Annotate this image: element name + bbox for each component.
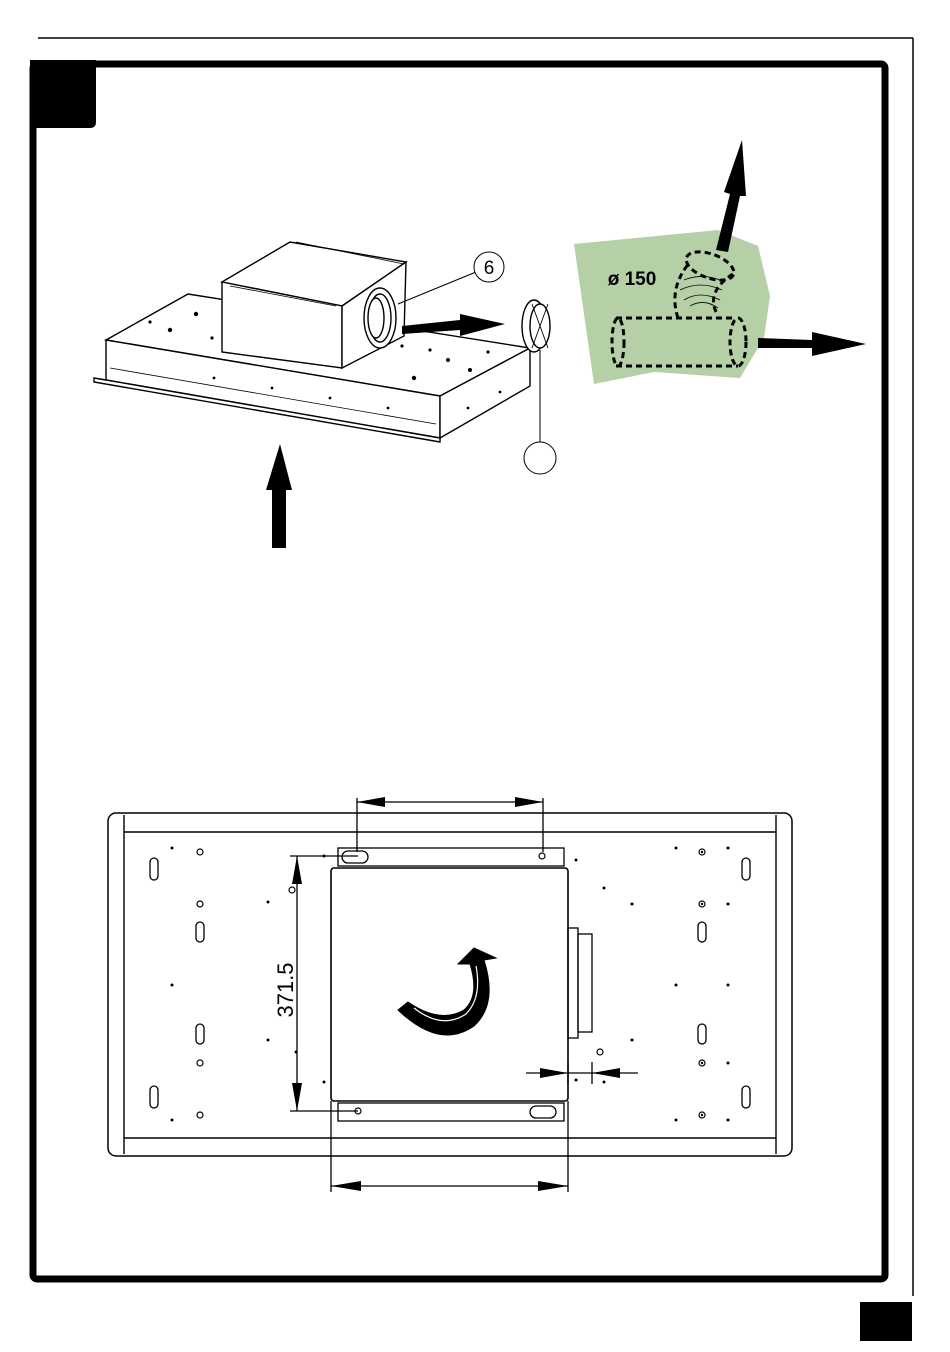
- duct-diameter-label: ø 150: [608, 269, 657, 290]
- top-bracket: [338, 848, 564, 866]
- part-number-label: 6: [484, 258, 495, 279]
- side-exhaust-arrow: [758, 332, 866, 356]
- callout-leader: [398, 272, 476, 304]
- duct-panel: ø 150: [574, 140, 866, 384]
- outlet-plan-flange: [568, 928, 578, 1038]
- hood-plan-view: [108, 813, 792, 1156]
- rotation-arrow: [398, 948, 496, 1035]
- page-number-tab: [860, 1302, 912, 1341]
- keyhole-top: [342, 851, 368, 863]
- callout-circle-empty: [524, 442, 556, 474]
- intake-arrow: [266, 444, 292, 548]
- motor-box-plan: [331, 868, 568, 1101]
- figure-number-tab: [30, 60, 96, 128]
- duct-panel-background: [574, 230, 770, 384]
- up-exhaust-arrow: [716, 140, 746, 252]
- plan-dots: [171, 847, 730, 1122]
- exhaust-arrow: [402, 314, 505, 336]
- vertical-dimension-label: 371.5: [273, 962, 298, 1017]
- keyhole-bottom: [530, 1106, 556, 1118]
- outlet-plan: [578, 934, 592, 1032]
- plan-outer-outline: [108, 813, 792, 1156]
